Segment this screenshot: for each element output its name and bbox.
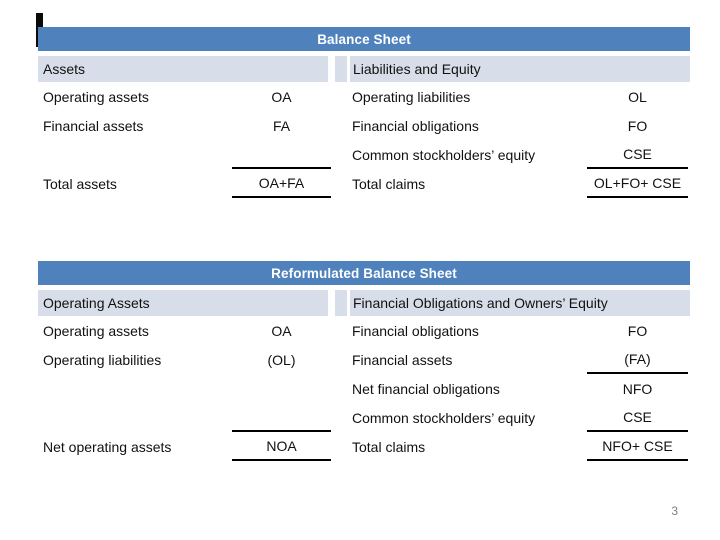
row-label: Financial assets [43,117,144,134]
row-label: Operating liabilities [43,351,162,368]
row-value [232,374,331,403]
balance-sheet-title-bar: Balance Sheet [38,27,690,51]
row-value: OA [271,88,292,105]
row-value: OA [271,322,292,339]
header-spacer-cell [335,290,347,316]
column-gap [331,169,348,198]
balance-sheet-table: Balance Sheet Assets Liabilities and Equ… [38,27,690,198]
column-gap [331,374,348,403]
row-label: Total claims [352,175,426,192]
table-row-total: Net operating assets NOA Total claims NF… [38,432,690,461]
reformulated-balance-sheet-table: Reformulated Balance Sheet Operating Ass… [38,261,690,461]
operating-assets-header-cell: Operating Assets [38,290,328,316]
row-label: Operating assets [43,88,149,105]
row-value: CSE [587,403,688,432]
row-label: Net operating assets [43,438,172,455]
row-value: NFO+ CSE [587,432,688,461]
row-value: FO [627,117,648,134]
column-gap [331,140,348,169]
row-value [232,403,331,432]
row-value: FO [627,322,648,339]
row-value: OA+FA [232,169,331,198]
row-label: Total claims [352,438,426,455]
liabilities-header-cell: Liabilities and Equity [350,56,690,82]
header-gap [347,56,350,82]
header-gap [328,56,335,82]
row-label: Common stockholders’ equity [352,146,536,163]
row-value: (OL) [267,351,296,368]
table-row-total: Total assets OA+FA Total claims OL+FO+ C… [38,169,690,198]
liabilities-header-label: Liabilities and Equity [353,61,481,77]
row-label [38,374,232,403]
column-gap [331,82,348,111]
row-label: Total assets [43,175,117,192]
table-row: Net financial obligations NFO [38,374,690,403]
table-row: Financial assets FA Financial obligation… [38,111,690,140]
row-value: OL+FO+ CSE [587,169,688,198]
row-value [232,140,331,169]
row-label: Financial assets [352,351,453,368]
row-label: Operating assets [43,322,149,339]
row-label: Operating liabilities [352,88,471,105]
row-value: CSE [587,140,688,169]
financial-obligations-header-label: Financial Obligations and Owners’ Equity [353,295,608,311]
row-value: NOA [232,432,331,461]
column-gap [331,345,348,374]
column-gap [331,316,348,345]
reformulated-title: Reformulated Balance Sheet [271,265,457,281]
balance-sheet-header-band: Assets Liabilities and Equity [38,56,690,82]
row-label: Net financial obligations [352,380,500,397]
page-number: 3 [671,504,678,518]
column-gap [331,432,348,461]
header-gap [328,290,335,316]
reformulated-title-bar: Reformulated Balance Sheet [38,261,690,285]
assets-header-cell: Assets [38,56,328,82]
row-label: Financial obligations [352,322,479,339]
header-gap [347,290,350,316]
row-value: FA [272,117,291,134]
row-value: NFO [622,380,653,397]
table-row: Common stockholders’ equity CSE [38,403,690,432]
balance-sheet-title: Balance Sheet [317,31,411,47]
row-label: Financial obligations [352,117,479,134]
table-row: Operating assets OA Operating liabilitie… [38,82,690,111]
header-spacer-cell [335,56,347,82]
row-label [38,140,232,169]
financial-obligations-header-cell: Financial Obligations and Owners’ Equity [350,290,690,316]
reformulated-header-band: Operating Assets Financial Obligations a… [38,290,690,316]
table-row: Operating liabilities (OL) Financial ass… [38,345,690,374]
operating-assets-header-label: Operating Assets [43,295,150,311]
column-gap [331,111,348,140]
row-label [38,403,232,432]
column-gap [331,403,348,432]
row-value: OL [628,88,647,105]
row-label: Common stockholders’ equity [352,409,536,426]
assets-header-label: Assets [43,61,86,77]
table-row: Common stockholders’ equity CSE [38,140,690,169]
row-value: (FA) [587,345,688,374]
table-row: Operating assets OA Financial obligation… [38,316,690,345]
